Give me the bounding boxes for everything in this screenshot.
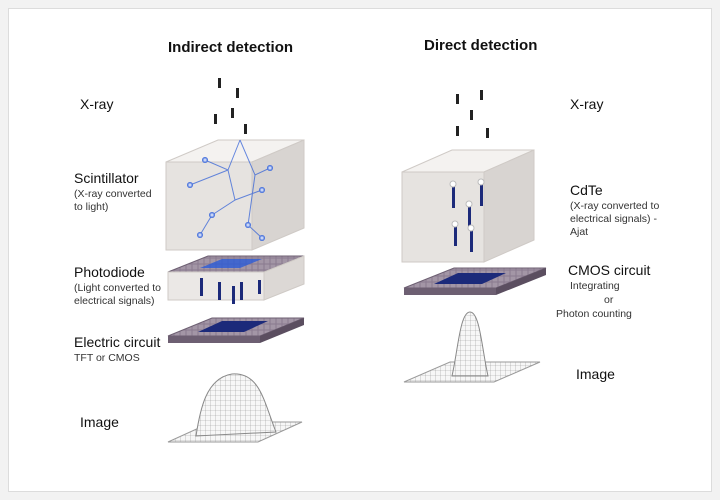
heading-indirect: Indirect detection xyxy=(168,39,294,56)
desc-scintillator-2: to light) xyxy=(74,201,109,213)
label-scintillator: Scintillator xyxy=(74,170,139,186)
image-surface-indirect xyxy=(167,373,303,443)
photodiode-layer xyxy=(167,255,305,304)
label-electric-circuit: Electric circuit xyxy=(74,334,161,350)
label-cmos-circuit: CMOS circuit xyxy=(568,262,651,278)
scintillator-block xyxy=(165,139,305,251)
diagram-frame xyxy=(8,8,712,492)
label-cdte: CdTe xyxy=(570,182,603,198)
desc-cdte-3: Ajat xyxy=(570,226,589,238)
electric-circuit-grid xyxy=(167,317,305,343)
desc-cmos-3: Photon counting xyxy=(556,308,632,320)
xray-photons-indirect xyxy=(214,78,247,134)
cmos-circuit-grid xyxy=(403,267,547,295)
desc-cmos-2: or xyxy=(604,294,614,306)
label-image-indirect: Image xyxy=(80,414,119,430)
cdte-block xyxy=(401,149,535,263)
label-image-direct: Image xyxy=(576,366,615,382)
label-xray-indirect: X-ray xyxy=(80,96,114,112)
heading-direct: Direct detection xyxy=(424,37,538,54)
image-surface-direct xyxy=(403,311,541,383)
desc-scintillator-1: (X-ray converted xyxy=(74,188,152,200)
desc-cdte-2: electrical signals) - xyxy=(570,213,657,225)
label-photodiode: Photodiode xyxy=(74,264,145,280)
desc-photodiode-2: electrical signals) xyxy=(74,295,155,307)
desc-electric-circuit: TFT or CMOS xyxy=(74,352,140,364)
label-xray-direct: X-ray xyxy=(570,96,604,112)
desc-cmos-1: Integrating xyxy=(570,280,620,292)
desc-cdte-1: (X-ray converted to xyxy=(570,200,660,212)
desc-photodiode-1: (Light converted to xyxy=(74,282,161,294)
